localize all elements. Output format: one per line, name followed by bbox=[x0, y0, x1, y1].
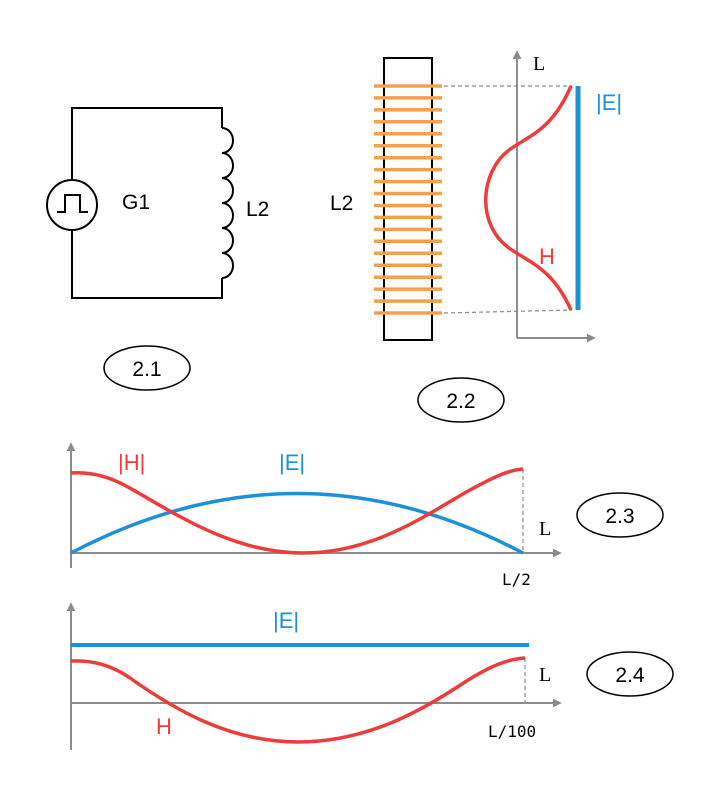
h-field-curve bbox=[70, 656, 526, 744]
coil-label: L2 bbox=[330, 192, 353, 215]
e-field-label: |E| bbox=[596, 90, 622, 115]
e-field-curve bbox=[70, 491, 524, 555]
axis-label: L bbox=[533, 53, 545, 75]
x-end-label: L/2 bbox=[502, 570, 531, 589]
figure-2-2: L |E| H L2 2.2 bbox=[330, 50, 622, 423]
e-field-label: |E| bbox=[273, 608, 299, 633]
h-field-label: |H| bbox=[118, 450, 145, 475]
axis-label: L bbox=[539, 664, 551, 686]
coil-windings bbox=[374, 84, 442, 315]
figure-label: 2.1 bbox=[132, 358, 161, 381]
h-field-label: H bbox=[539, 244, 555, 269]
figure-label: 2.4 bbox=[615, 664, 645, 687]
h-field-curve bbox=[70, 467, 524, 555]
figure-label-ellipse bbox=[417, 377, 505, 423]
circuit-wire bbox=[71, 107, 223, 299]
axis-label: L bbox=[539, 518, 551, 540]
coil-former bbox=[383, 57, 433, 341]
figure-label-ellipse bbox=[103, 345, 191, 391]
coil-bottom-guide bbox=[443, 309, 573, 314]
h-field-curve bbox=[484, 85, 573, 311]
figure-label-ellipse bbox=[576, 492, 664, 538]
coil-icon bbox=[221, 127, 234, 279]
x-end-label: L/100 bbox=[488, 722, 536, 741]
e-field-label: |E| bbox=[279, 450, 305, 475]
h-field-label: H bbox=[156, 714, 172, 739]
figure-label: 2.3 bbox=[605, 505, 634, 528]
square-pulse-generator-icon bbox=[46, 179, 98, 231]
figure-label: 2.2 bbox=[446, 390, 475, 413]
figure-2-4: |E| H L L/100 2.4 bbox=[66, 602, 674, 750]
generator-label: G1 bbox=[122, 191, 150, 214]
figure-2-1: G1 L2 2.1 bbox=[46, 107, 269, 391]
figure-2-3: |H| |E| L L/2 2.3 bbox=[66, 442, 664, 589]
figure-label-ellipse bbox=[586, 651, 674, 697]
coil-label: L2 bbox=[246, 198, 269, 221]
